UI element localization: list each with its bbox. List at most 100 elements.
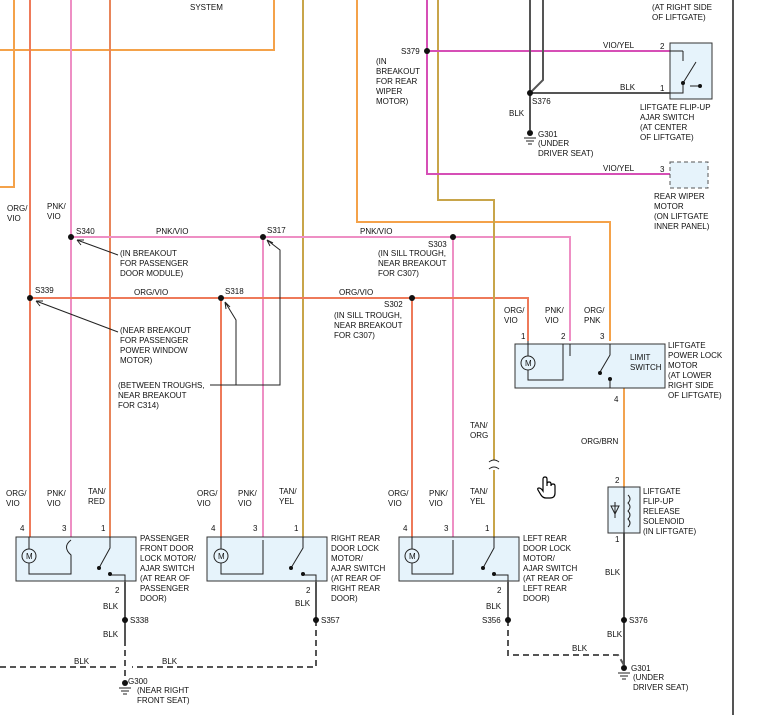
pass-front-lock-motor [15,536,137,582]
wire-label-blk-g300-b: BLK [162,657,178,666]
splice-dot-s338 [122,617,128,623]
text-line: DRIVER SEAT) [633,683,689,692]
text-line: (AT RIGHT SIDE [652,3,712,12]
wire-dash-g300 [0,620,317,680]
pin-label: 4 [403,524,408,533]
wire-label-blk-g301: BLK [572,644,588,653]
splice-label-s340: S340 [76,227,95,236]
splice-label-s338: S338 [130,616,149,625]
text-line: FOR C314) [118,401,159,410]
splice-label-s303: S303 [428,240,447,249]
splice-label-s376-bot: S376 [629,616,648,625]
text-line: DOOR) [140,594,167,603]
pin-label: 3 [253,524,258,533]
text-line: POWER WINDOW [120,346,188,355]
text-line: ORG/ [584,306,605,315]
ground-icon-g301-top [524,130,536,145]
text-line: (BETWEEN TROUGHS, [118,381,205,390]
text-line: (UNDER [538,139,569,148]
wire-orange-lock [356,0,611,341]
wire-dash-g301 [507,620,625,666]
splice-dot-s356 [505,617,511,623]
splice-label-s302: S302 [384,300,403,309]
text-line: LOCK MOTOR/ [140,554,197,563]
wire-org-vio-bus [30,297,529,341]
left-rear-lock-motor [398,536,520,582]
text-line: VIO [7,214,21,223]
system-label: SYSTEM [190,3,223,12]
splice-label-s339: S339 [35,286,54,295]
text-line: (AT REAR OF [331,574,381,583]
text-line: (NEAR RIGHT [137,686,189,695]
ground-icon-g300 [119,680,131,695]
text-line: POWER LOCK [668,351,723,360]
text-line: ORG/ [197,489,218,498]
text-line: DOOR MODULE) [120,269,183,278]
wire-vio-yel-wiper [426,51,670,175]
text-line: (IN LIFTGATE) [643,527,697,536]
text-line: VIO [6,499,20,508]
text-line: DOOR) [331,594,358,603]
pin-label: 1 [485,524,490,533]
text-line: RELEASE [643,507,680,516]
pin-label: 2 [561,332,566,341]
wire-label-d2-pnk-vio: PNK/VIO [238,489,257,508]
text-line: INNER PANEL) [654,222,710,231]
splice-dot-s376-top [527,90,533,96]
text-line: LIFTGATE FLIP-UP [640,103,711,112]
text-line: ORG [470,431,488,440]
wire-label-d3-pnk-vio: PNK/VIO [429,489,448,508]
text-line: PNK [584,316,601,325]
wire-label-d1-tan-red: TAN/RED [88,487,106,506]
text-line: BREAKOUT [376,67,420,76]
text-line: MOTOR) [120,356,153,365]
pin-label: 1 [521,332,526,341]
pin-label: 2 [115,586,120,595]
text-line: (UNDER [633,673,664,682]
ground-label-g301-bot: G301 [631,664,651,673]
wire-orange-left [0,0,15,188]
wire-label-pnk-vio-2: PNK/VIO [360,227,392,236]
pin-label: 3 [444,524,449,533]
text-line: VIO [47,212,61,221]
pin-label: 1 [101,524,106,533]
wire-label-org-vio-1: ORG/VIO [134,288,168,297]
wire-pnk-vio-bus [71,236,571,341]
text-line: SWITCH [630,363,662,372]
motor-symbol: M [525,359,532,368]
text-line: TAN/ [470,421,488,430]
text-line: VIO [197,499,211,508]
text-line: MOTOR/ [523,554,556,563]
wire-label-left-pnk-vio: PNK/VIO [47,202,66,221]
text-line: LIMIT [630,353,651,362]
text-line: AJAR SWITCH [140,564,194,573]
pin-label: 3 [62,524,67,533]
splice-dot-s302 [409,295,415,301]
wire-label-blk-solenoid: BLK [605,568,621,577]
wire-blk-ajar [529,0,670,94]
text-line: OF LIFTGATE) [652,13,706,22]
wire-label-vio-yel-1: VIO/YEL [603,41,635,50]
splice-dot-s376-bot [621,617,627,623]
text-line: VIO [545,316,559,325]
motor-symbol: M [26,552,33,561]
text-line: ORG/ [388,489,409,498]
text-line: MOTOR) [376,97,409,106]
wire-label-d3-org-vio: ORG/VIO [388,489,409,508]
liftgate-lock-motor [514,341,666,389]
text-line: LEFT REAR [523,534,567,543]
wire-label-org-brn: ORG/BRN [581,437,619,446]
wire-label-blk-338: BLK [103,602,119,611]
text-line: YEL [279,497,295,506]
